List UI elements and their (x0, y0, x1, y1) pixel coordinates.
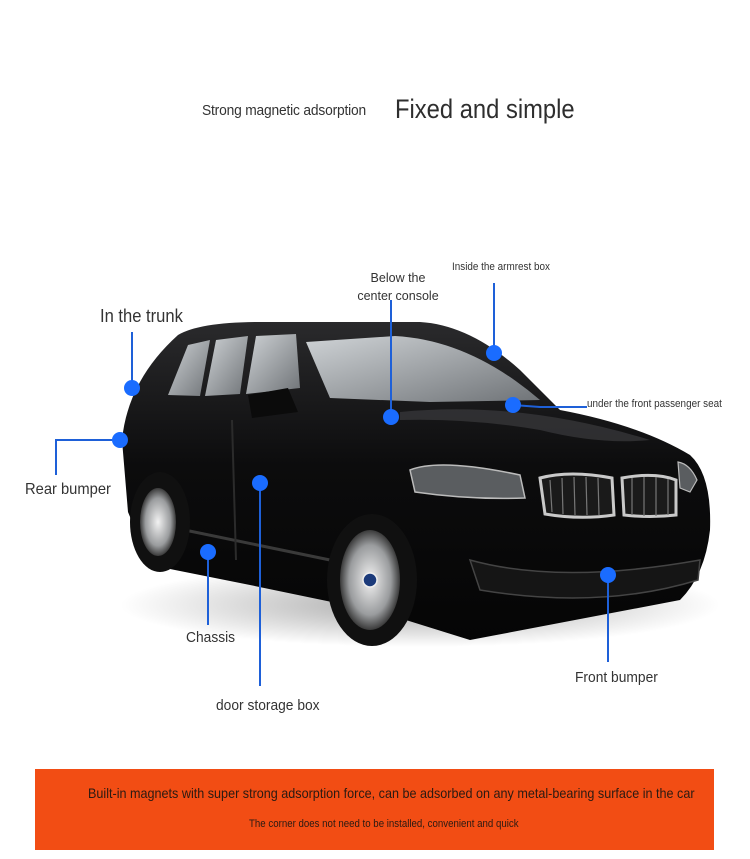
leader-passenger-seat (512, 404, 587, 408)
door-line (231, 419, 237, 561)
label-inside-armrest-box: Inside the armrest box (452, 261, 550, 273)
rear-rim (140, 488, 176, 556)
dot-armrest (486, 345, 502, 361)
wheel-hub (362, 572, 378, 588)
mirror (248, 388, 298, 418)
label-below-center-console: Below the center console (357, 271, 439, 303)
label-door-storage-box: door storage box (216, 697, 320, 714)
feature-banner: Built-in magnets with super strong adsor… (35, 769, 714, 850)
dot-center-console (383, 409, 399, 425)
rear-window (168, 340, 210, 396)
dot-door-box (252, 475, 268, 491)
label-under-front-passenger-seat: under the front passenger seat (587, 398, 722, 410)
header: Strong magnetic adsorption Fixed and sim… (0, 92, 750, 132)
leader-rear-bumper (55, 439, 120, 475)
windshield (306, 336, 540, 402)
front-bumper-lower (468, 558, 701, 599)
banner-subline: The corner does not need to be installed… (249, 818, 519, 830)
header-title: Fixed and simple (395, 94, 575, 124)
kidney-grille-left (538, 472, 616, 519)
label-front-bumper: Front bumper (575, 669, 658, 686)
headlight-right (677, 461, 698, 493)
leader-lines (55, 283, 609, 686)
side-window-front (246, 334, 300, 394)
dot-chassis (200, 544, 216, 560)
marker-dots (112, 345, 616, 583)
dot-front-bumper (600, 567, 616, 583)
grille-slats (549, 476, 669, 516)
kidney-grille-right (620, 473, 678, 518)
headlight-left (409, 464, 526, 500)
label-rear-bumper: Rear bumper (25, 481, 111, 498)
side-skirt (174, 526, 331, 562)
banner-headline: Built-in magnets with super strong adsor… (88, 785, 695, 801)
header-subtitle: Strong magnetic adsorption (202, 102, 366, 119)
hood-highlight (400, 409, 650, 442)
side-window-rear (205, 336, 248, 396)
dot-trunk (124, 380, 140, 396)
dot-passenger-seat (505, 397, 521, 413)
dot-rear-bumper (112, 432, 128, 448)
label-in-the-trunk: In the trunk (100, 306, 183, 326)
label-chassis: Chassis (186, 629, 236, 646)
